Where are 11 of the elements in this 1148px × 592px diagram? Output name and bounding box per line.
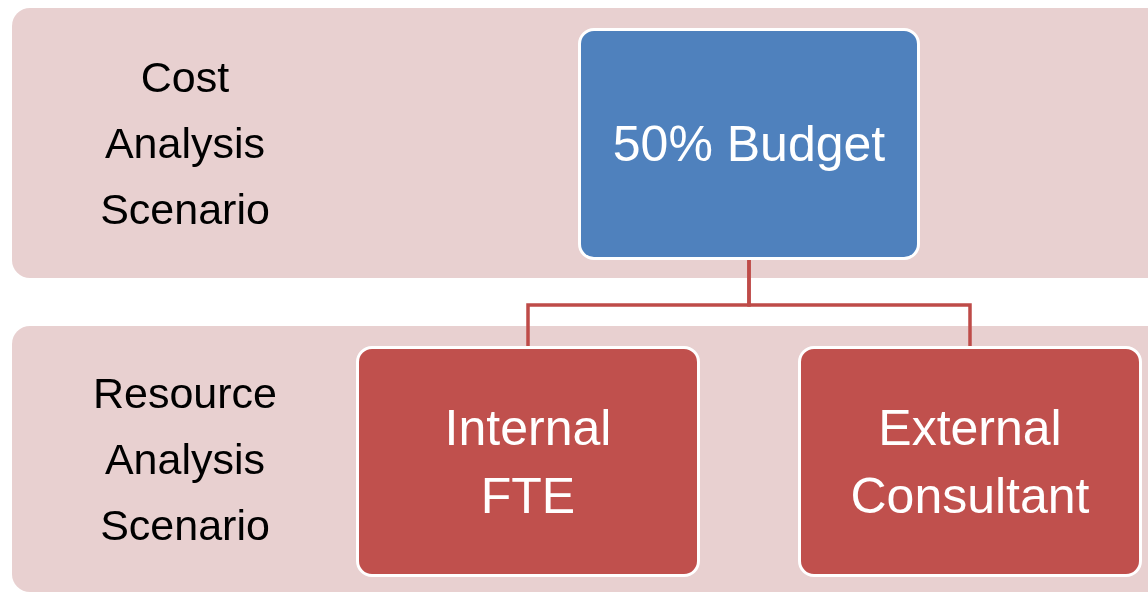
process-box [798,346,1142,577]
box-label: External Consultant [849,398,1091,526]
band-heading: Resource Analysis Scenario [92,368,278,551]
scenario-band [12,326,1148,592]
scenario-band [12,8,1148,278]
connector-line [747,260,972,346]
process-box [578,28,920,260]
band-heading: Cost Analysis Scenario [99,52,271,235]
box-label: 50% Budget [612,115,886,174]
box-label: Internal FTE [443,398,613,526]
process-box [356,346,700,577]
